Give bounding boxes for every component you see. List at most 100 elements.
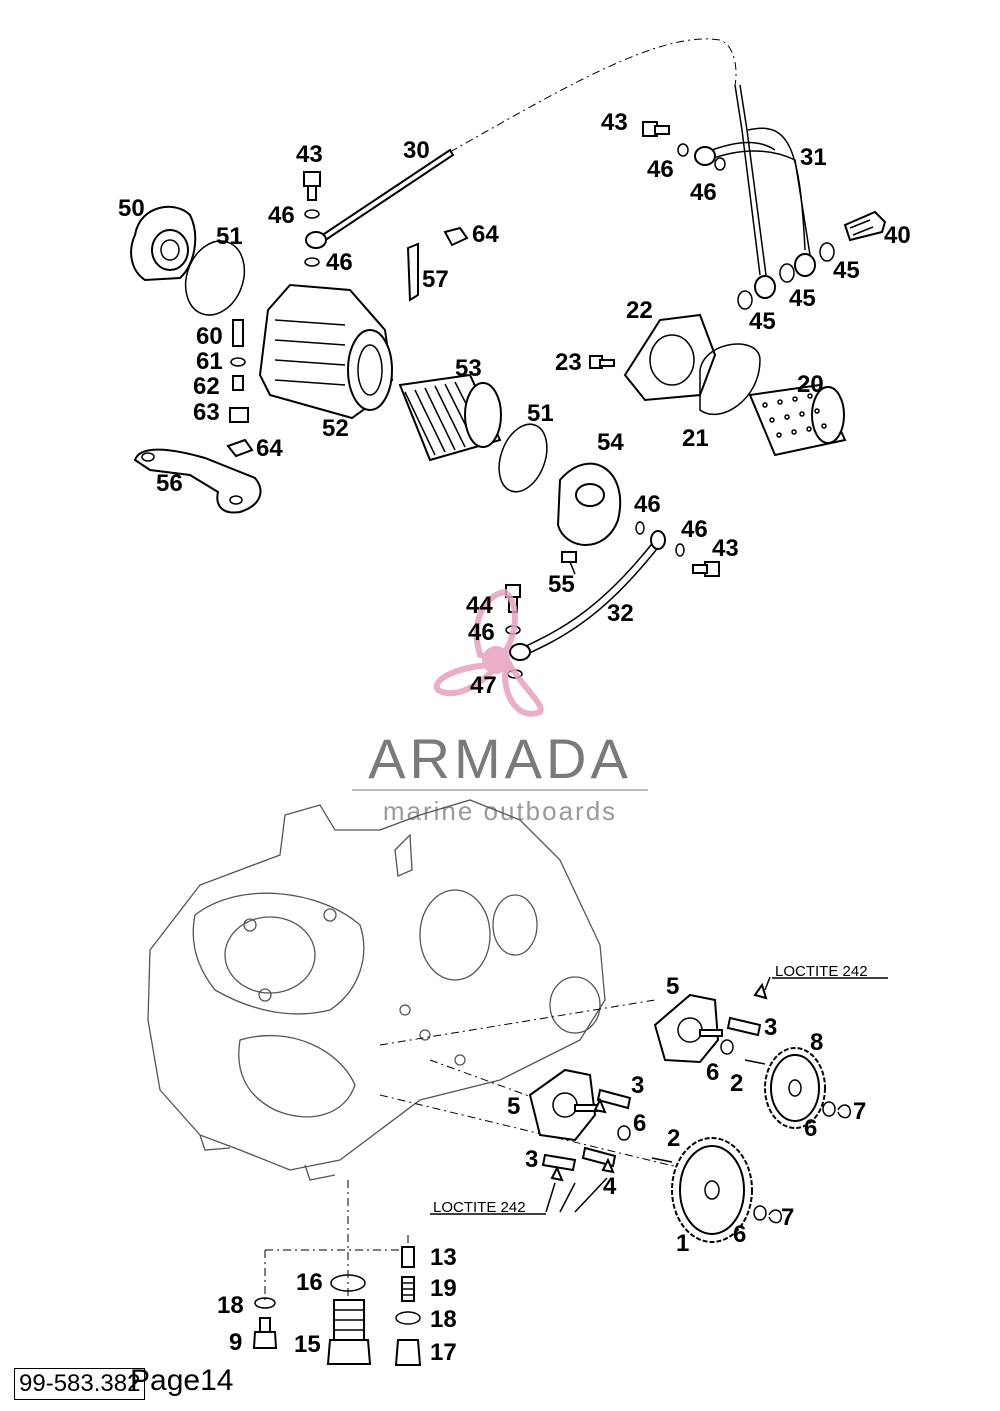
bracket-57 <box>406 242 419 302</box>
washer-46-b <box>714 157 726 171</box>
callout-46: 46 <box>268 202 295 229</box>
bolt-23 <box>589 355 615 369</box>
callout-56: 56 <box>156 470 183 497</box>
grommet-63 <box>229 407 249 423</box>
clip-64-bottom <box>226 438 254 458</box>
callout-64: 64 <box>472 221 499 248</box>
document-code: 99-583.382 <box>14 1368 146 1400</box>
gear-1 <box>671 1137 753 1243</box>
page-number: Page14 <box>130 1364 234 1397</box>
callout-52: 52 <box>322 415 349 442</box>
screw-55 <box>561 551 577 575</box>
callout-7: 7 <box>781 1204 794 1231</box>
bolt-3-a <box>726 1016 762 1037</box>
callout-9: 9 <box>229 1329 242 1356</box>
washer-18-right <box>395 1311 421 1325</box>
callout-47: 47 <box>470 672 497 699</box>
washer-46-e <box>635 521 645 535</box>
callout-45: 45 <box>789 285 816 312</box>
callout-46: 46 <box>326 249 353 276</box>
callout-22: 22 <box>626 297 653 324</box>
callout-4: 4 <box>603 1173 617 1200</box>
callout-46: 46 <box>468 619 495 646</box>
callout-13: 13 <box>430 1244 457 1271</box>
callout-6: 6 <box>804 1115 817 1142</box>
callout-63: 63 <box>193 399 220 426</box>
callout-17: 17 <box>430 1339 457 1366</box>
callout-3: 3 <box>525 1146 538 1173</box>
callout-5: 5 <box>666 973 679 1000</box>
bracket-56-hole-b <box>229 495 243 505</box>
pump-housing-5-bottom <box>528 1068 598 1142</box>
callout-2: 2 <box>667 1125 680 1152</box>
washer-46-c <box>304 209 320 219</box>
callout-44: 44 <box>466 592 493 619</box>
loctite-note-top: LOCTITE 242 <box>775 963 868 980</box>
callout-18: 18 <box>217 1292 244 1319</box>
bolt-43-right <box>692 561 720 577</box>
strainer-plug-15 <box>326 1299 372 1365</box>
loctite-drop-c <box>550 1165 564 1182</box>
filter-cover-54 <box>556 462 622 546</box>
callout-19: 19 <box>430 1275 457 1302</box>
callout-62: 62 <box>193 373 220 400</box>
armada-logo-icon <box>433 588 544 717</box>
filter-housing-52 <box>258 283 394 420</box>
banjo-31-b <box>754 275 776 299</box>
callout-5: 5 <box>507 1093 520 1120</box>
callout-43: 43 <box>296 141 323 168</box>
callout-3: 3 <box>631 1072 644 1099</box>
bracket-56-hole-a <box>141 452 155 462</box>
oil-filter-53 <box>398 373 502 462</box>
cover-50 <box>130 205 197 282</box>
callout-30: 30 <box>403 137 430 164</box>
callout-6: 6 <box>706 1059 719 1086</box>
callout-57: 57 <box>422 266 449 293</box>
banjo-31-a <box>694 146 716 166</box>
callout-60: 60 <box>196 323 223 350</box>
callout-46: 46 <box>634 491 661 518</box>
plug-9 <box>252 1317 278 1349</box>
filter-cover-22 <box>623 313 717 402</box>
washer-6-a <box>720 1039 734 1055</box>
sleeve-62 <box>232 375 244 391</box>
washer-46-f <box>675 543 685 557</box>
callout-43: 43 <box>601 109 628 136</box>
callout-16: 16 <box>296 1269 323 1296</box>
crankcase-outline <box>147 799 606 1181</box>
oil-line-31 <box>711 84 806 276</box>
oil-line-31-outer <box>707 84 811 276</box>
callout-6: 6 <box>733 1221 746 1248</box>
callout-55: 55 <box>548 571 575 598</box>
bolt-43-top-center <box>303 171 321 201</box>
callout-31: 31 <box>800 144 827 171</box>
pump-housing-5-top <box>653 993 723 1064</box>
bolt-3-c <box>541 1153 577 1172</box>
bolt-43-top-right <box>642 121 670 137</box>
spring-19 <box>401 1276 415 1302</box>
banjo-31-c <box>794 253 816 277</box>
oil-line-30 <box>316 148 455 245</box>
callout-64: 64 <box>256 435 283 462</box>
loctite-drop-d <box>601 1157 615 1174</box>
callout-3: 3 <box>764 1014 777 1041</box>
pin-2-b <box>651 1157 673 1163</box>
callout-46: 46 <box>647 156 674 183</box>
washer-6-c <box>822 1101 836 1117</box>
o-ring-51-top <box>184 240 246 316</box>
circlip-7-a <box>837 1104 851 1119</box>
callout-18: 18 <box>430 1306 457 1333</box>
callout-45: 45 <box>749 308 776 335</box>
o-ring-16 <box>330 1274 366 1292</box>
cover-22-port <box>649 334 695 386</box>
strainer-20 <box>748 383 847 457</box>
callout-1: 1 <box>676 1230 689 1257</box>
washer-45-b <box>779 263 795 283</box>
callout-51: 51 <box>527 400 554 427</box>
callout-61: 61 <box>196 348 223 375</box>
plug-13 <box>401 1246 415 1268</box>
callout-40: 40 <box>884 222 911 249</box>
callout-7: 7 <box>853 1098 866 1125</box>
dash-drain-tree <box>264 1180 409 1300</box>
oil-line-32 <box>521 539 661 656</box>
